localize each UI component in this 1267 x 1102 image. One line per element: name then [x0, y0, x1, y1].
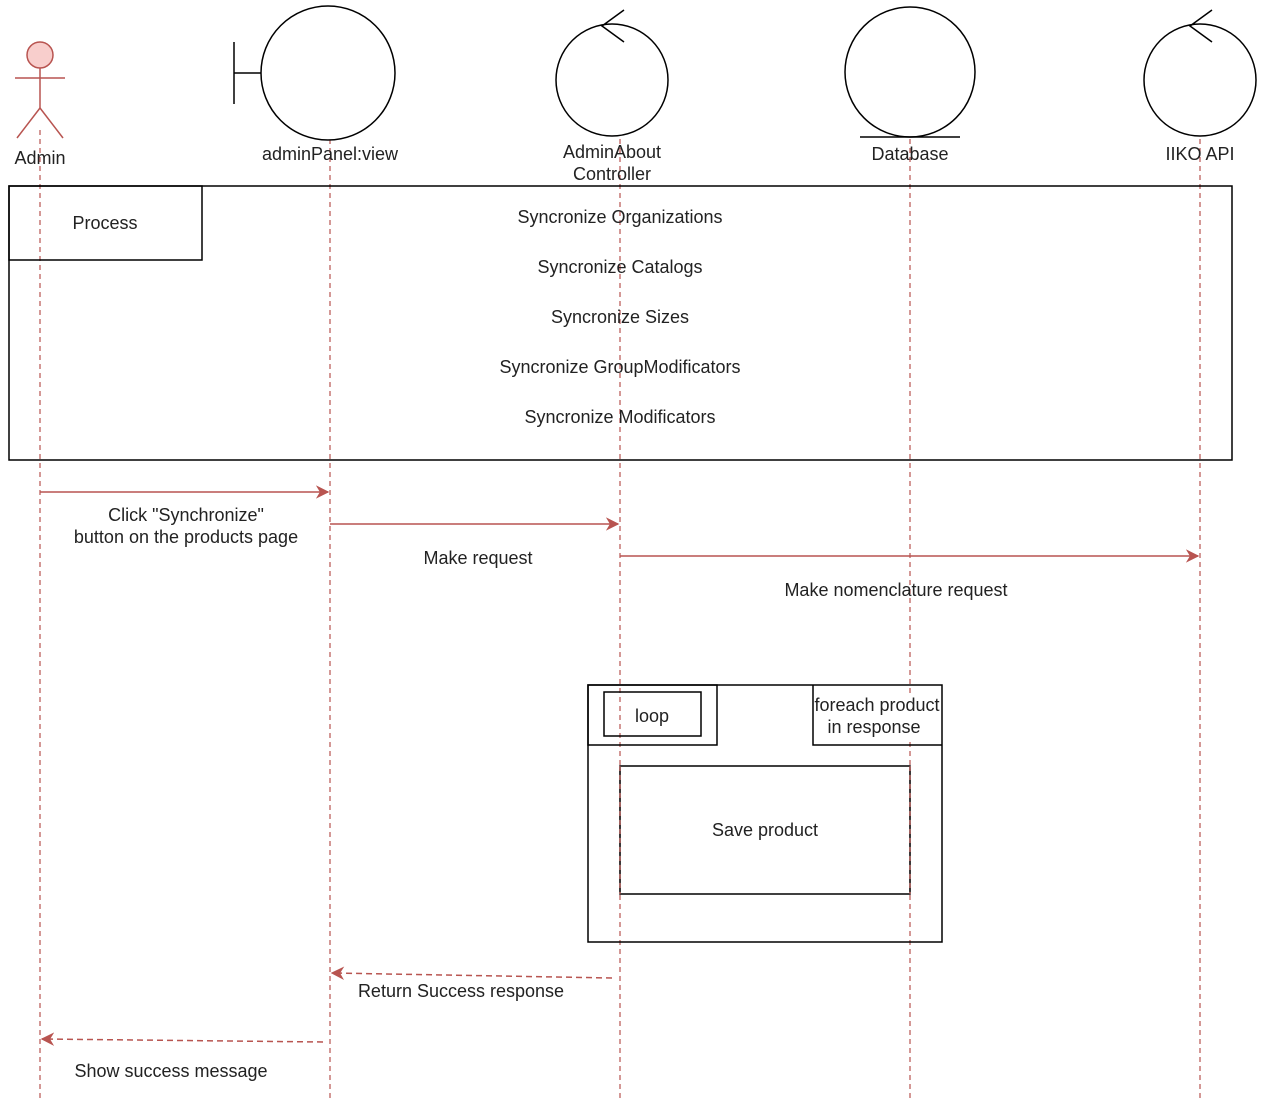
message-return-success: Return Success response [330, 966, 613, 1001]
message-arrow [330, 966, 613, 980]
process-step: Syncronize Organizations [517, 207, 722, 227]
message-label: button on the products page [74, 527, 298, 547]
message-arrow [40, 1032, 324, 1046]
participant-label-admin-panel: adminPanel:view [262, 144, 399, 164]
message-label: Make nomenclature request [784, 580, 1007, 600]
entity-icon[interactable] [844, 6, 976, 138]
control-icon[interactable] [1143, 9, 1257, 137]
message-label: Click "Synchronize" [108, 505, 264, 525]
lifelines [39, 130, 1201, 1102]
message-label: Show success message [74, 1061, 267, 1081]
process-step: Syncronize Sizes [551, 307, 689, 327]
loop-guard: in response [827, 717, 920, 737]
process-step: Syncronize Catalogs [537, 257, 702, 277]
message-label: Make request [423, 548, 532, 568]
message-nomenclature-request: Make nomenclature request [620, 549, 1200, 600]
message-click-synchronize: Click "Synchronize" button on the produc… [40, 485, 330, 547]
participant-label-database: Database [871, 144, 948, 164]
message-show-success: Show success message [40, 1032, 324, 1081]
participant-label-controller-2: Controller [573, 164, 651, 184]
loop-guard: foreach product [814, 695, 939, 715]
participant-label-admin: Admin [14, 148, 65, 168]
boundary-icon[interactable] [233, 5, 396, 141]
actor-icon[interactable] [15, 41, 65, 139]
process-step: Syncronize GroupModificators [499, 357, 740, 377]
process-frame: Process Syncronize Organizations Syncron… [8, 185, 1233, 461]
control-icon[interactable] [555, 9, 669, 137]
loop-frame-label: loop [635, 706, 669, 726]
participant-label-iiko-api: IIKO API [1165, 144, 1234, 164]
process-frame-label: Process [72, 213, 137, 233]
message-make-request: Make request [330, 517, 620, 568]
process-step: Syncronize Modificators [524, 407, 715, 427]
message-label: Return Success response [358, 981, 564, 1001]
participant-label-controller: AdminAbout [563, 142, 661, 162]
save-product-label: Save product [712, 820, 818, 840]
loop-frame: loop foreach product in response Save pr… [587, 684, 943, 943]
